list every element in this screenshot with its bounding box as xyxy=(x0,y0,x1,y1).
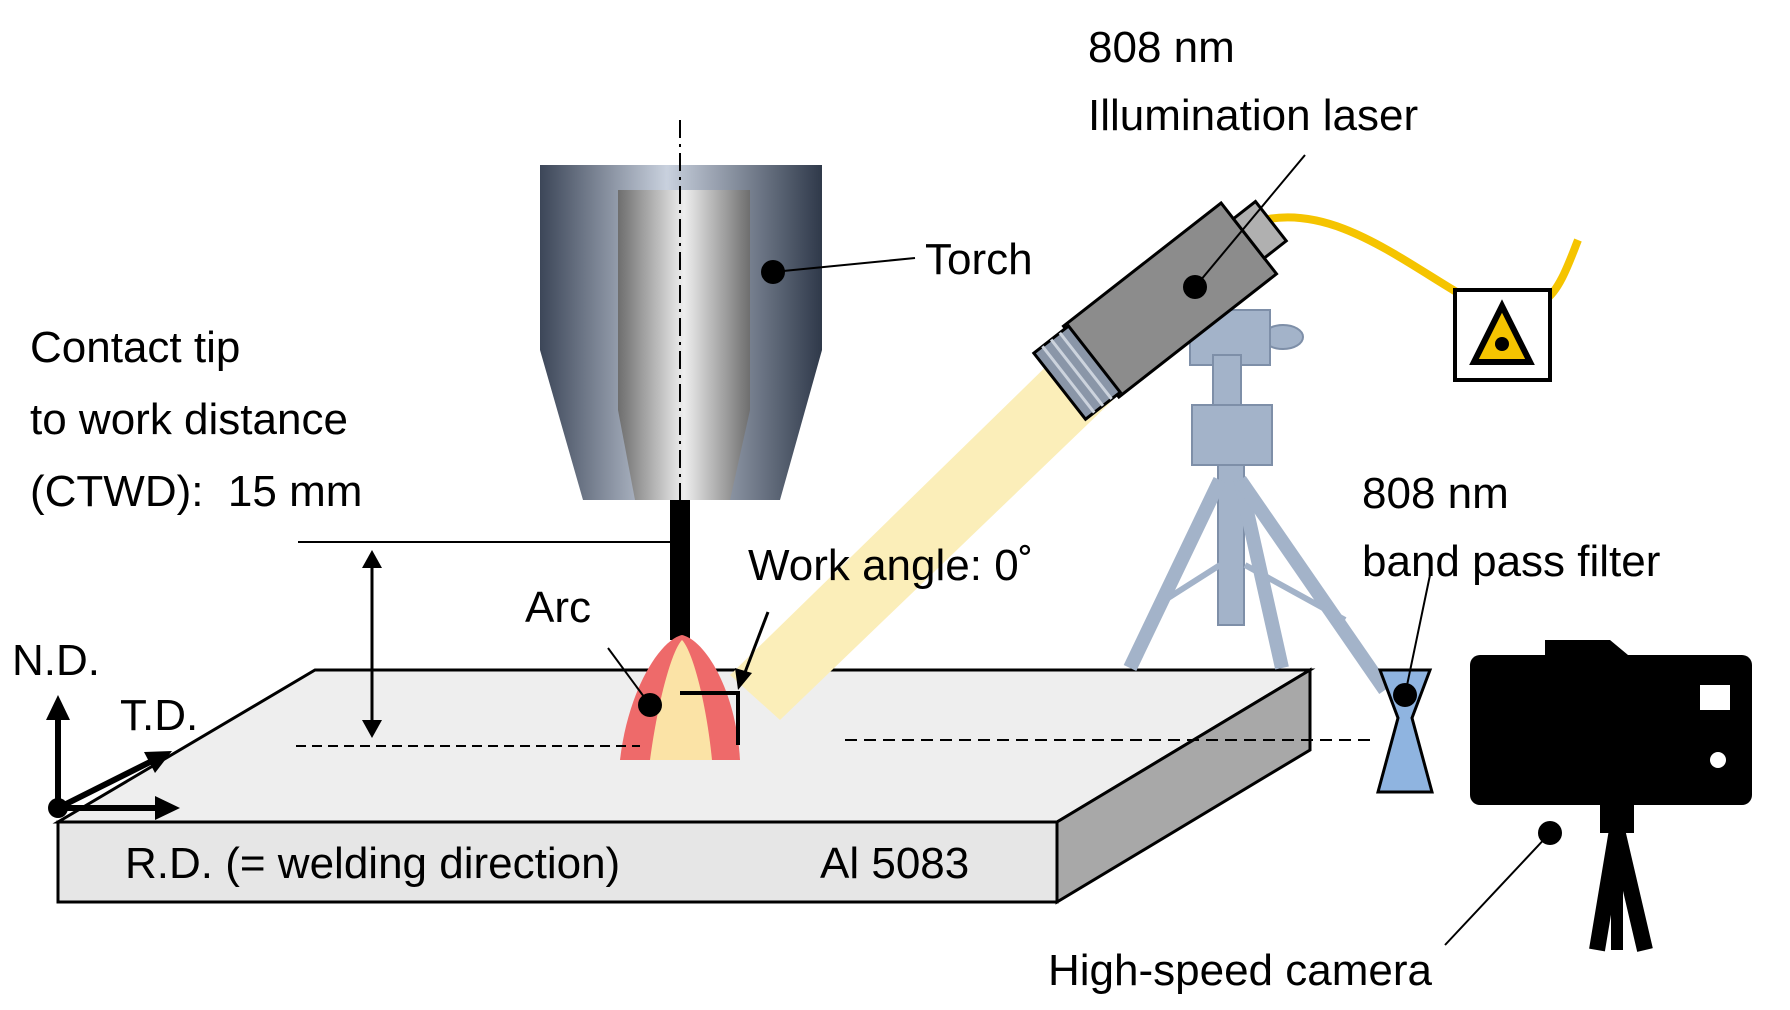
ctwd-label-line3: (CTWD): 15 mm xyxy=(30,467,362,516)
filter-wavelength-label: 808 nm xyxy=(1362,469,1509,518)
coordinate-axes xyxy=(46,695,180,820)
rd-axis-label: R.D. (= welding direction) xyxy=(125,839,620,888)
laser-name-label: Illumination laser xyxy=(1088,91,1418,140)
illumination-laser-head xyxy=(1031,199,1289,422)
arc-label: Arc xyxy=(525,583,591,632)
work-angle-label: Work angle: 0˚ xyxy=(748,541,1033,590)
work-angle-marker xyxy=(680,691,740,745)
band-pass-filter xyxy=(1376,668,1434,794)
laser-beam xyxy=(730,348,1115,720)
optical-fiber xyxy=(1253,213,1582,304)
ctwd-label-line1: Contact tip xyxy=(30,323,240,372)
camera-label: High-speed camera xyxy=(1048,946,1432,995)
ctwd-label-line2: to work distance xyxy=(30,395,348,444)
work-angle-leader xyxy=(742,611,770,676)
filter-name-label: band pass filter xyxy=(1362,537,1660,586)
tripod-icon xyxy=(1123,309,1391,694)
torch-label: Torch xyxy=(925,235,1033,284)
material-label: Al 5083 xyxy=(820,839,969,888)
welding-arc xyxy=(620,635,740,760)
ctwd-dimension xyxy=(296,541,670,747)
nd-axis-label: N.D. xyxy=(12,636,100,685)
td-axis-label: T.D. xyxy=(120,691,198,740)
video-camera-icon xyxy=(1470,640,1752,952)
laser-warning-icon xyxy=(1453,288,1552,382)
laser-wavelength-label: 808 nm xyxy=(1088,23,1235,72)
work-angle-arrowhead xyxy=(735,668,752,690)
leader-dots xyxy=(638,260,1562,845)
